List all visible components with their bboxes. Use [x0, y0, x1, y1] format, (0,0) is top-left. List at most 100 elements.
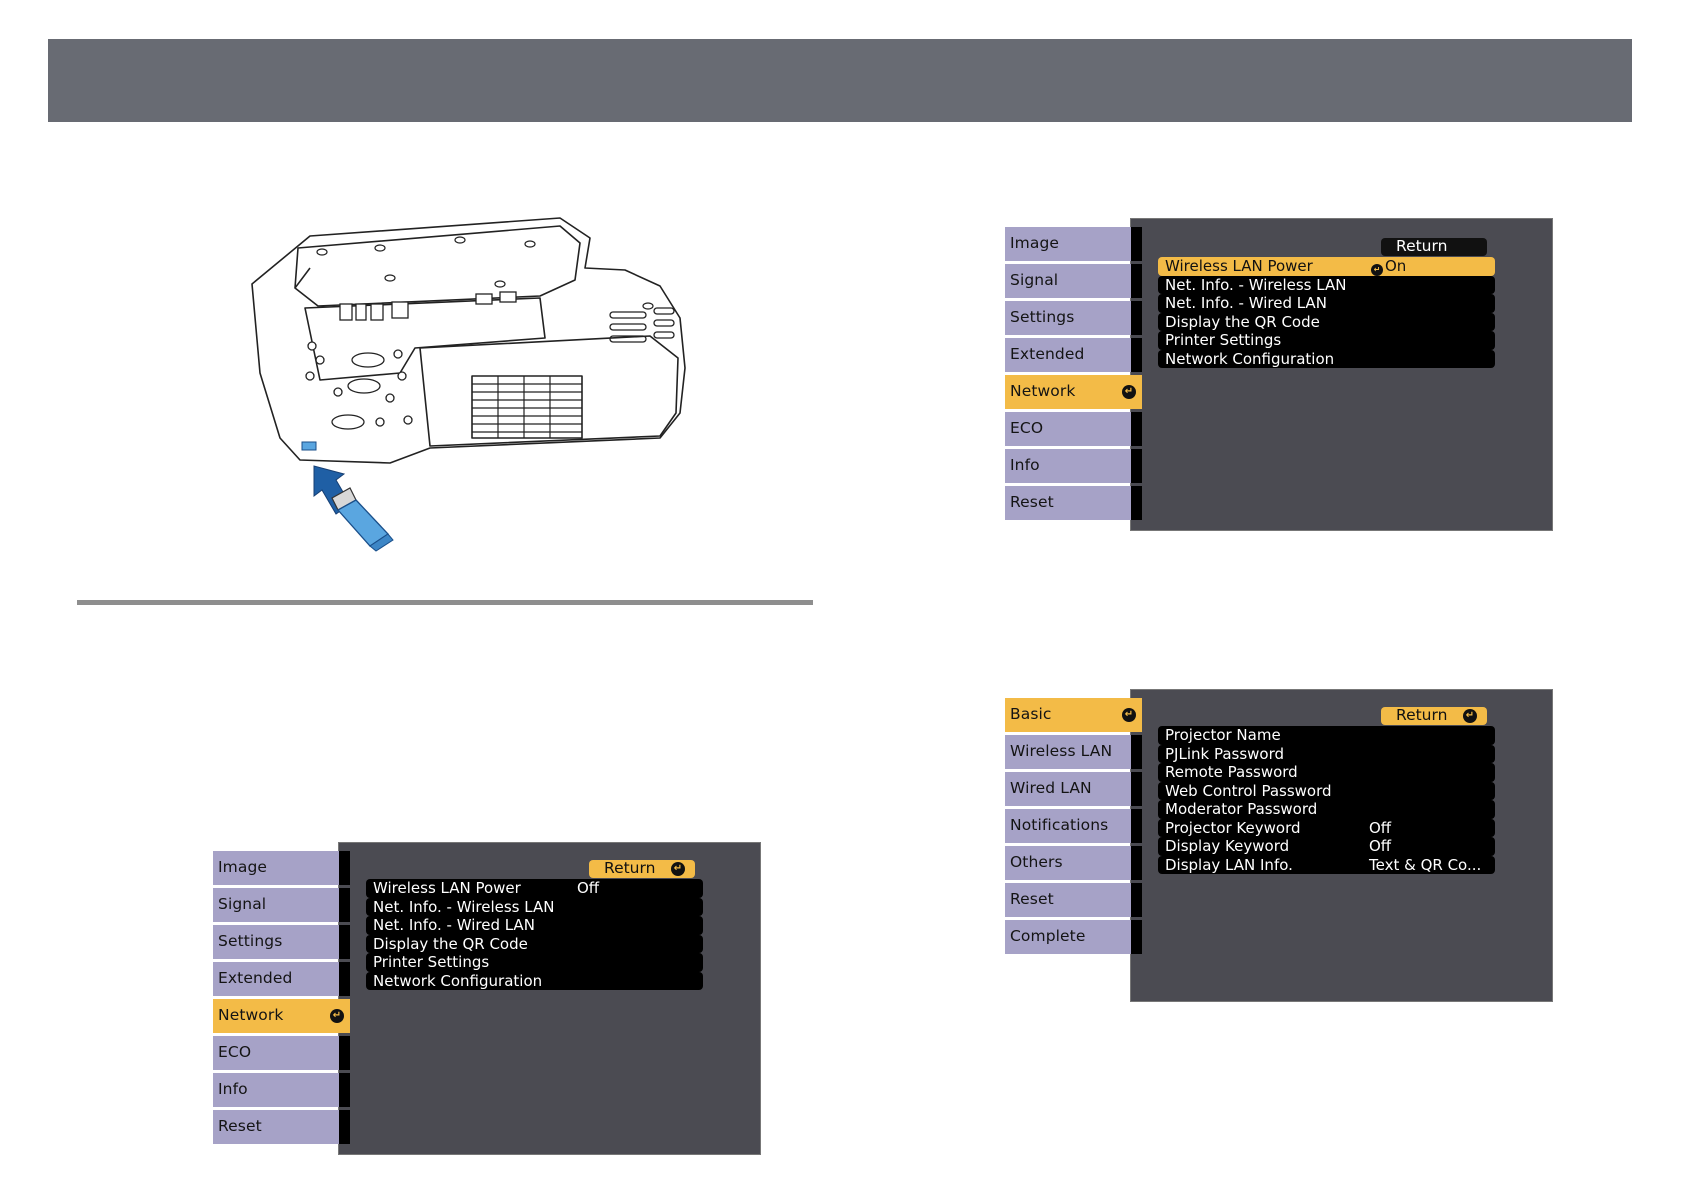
- menu-item-net-info-wireless[interactable]: Net. Info. - Wireless LAN: [366, 897, 703, 916]
- menu-tabs: Basic ↵ Wireless LAN Wired LAN Notificati…: [1005, 698, 1142, 957]
- item-label: Projector Keyword: [1165, 818, 1301, 837]
- tab-label: Reset: [1010, 890, 1054, 908]
- tab-label: Image: [1010, 234, 1060, 252]
- return-button[interactable]: Return ↵: [1381, 706, 1487, 725]
- tab-reset[interactable]: Reset: [1005, 486, 1142, 520]
- tab-signal[interactable]: Signal: [1005, 264, 1142, 298]
- tab-complete[interactable]: Complete: [1005, 920, 1142, 954]
- tab-label: Wireless LAN: [1010, 742, 1113, 760]
- menu-item-projector-name[interactable]: Projector Name: [1158, 726, 1495, 745]
- tab-wired-lan[interactable]: Wired LAN: [1005, 772, 1142, 806]
- menu-item-remote-password[interactable]: Remote Password: [1158, 763, 1495, 782]
- item-label: Display LAN Info.: [1165, 855, 1293, 874]
- menu-item-pjlink-password[interactable]: PJLink Password: [1158, 744, 1495, 763]
- enter-icon: ↵: [1463, 709, 1477, 723]
- tab-signal[interactable]: Signal: [213, 888, 350, 922]
- return-button[interactable]: Return↵: [589, 859, 695, 878]
- return-button[interactable]: Return: [1381, 237, 1487, 256]
- tab-eco[interactable]: ECO: [1005, 412, 1142, 446]
- tab-label: Others: [1010, 853, 1063, 871]
- menu-item-display-keyword[interactable]: Display Keyword Off: [1158, 837, 1495, 856]
- tab-reset[interactable]: Reset: [1005, 883, 1142, 917]
- tab-label: Network: [218, 1006, 284, 1024]
- menu-item-display-lan-info[interactable]: Display LAN Info. Text & QR Co...: [1158, 855, 1495, 874]
- tab-notifications[interactable]: Notifications: [1005, 809, 1142, 843]
- tab-image[interactable]: Image: [213, 851, 350, 885]
- projector-illustration-svg: [251, 217, 686, 552]
- enter-icon: ↵: [1122, 708, 1136, 722]
- network-menu-off: Image Signal Settings Extended Network↵ …: [213, 842, 761, 1155]
- menu-item-display-qr[interactable]: Display the QR Code: [366, 934, 703, 953]
- menu-item-printer-settings[interactable]: Printer Settings: [1158, 331, 1495, 350]
- tab-label: Reset: [1010, 493, 1054, 511]
- tab-label: Reset: [218, 1117, 262, 1135]
- tab-settings[interactable]: Settings: [213, 925, 350, 959]
- menu-item-printer-settings[interactable]: Printer Settings: [366, 953, 703, 972]
- tab-settings[interactable]: Settings: [1005, 301, 1142, 335]
- tab-reset[interactable]: Reset: [213, 1110, 350, 1144]
- tab-label: Wired LAN: [1010, 779, 1092, 797]
- item-label: Moderator Password: [1165, 800, 1318, 818]
- menu-item-web-control-password[interactable]: Web Control Password: [1158, 781, 1495, 800]
- menu-items: Wireless LAN Power↵On Net. Info. - Wirel…: [1158, 257, 1495, 368]
- item-label: Network Configuration: [1165, 349, 1335, 368]
- tab-eco[interactable]: ECO: [213, 1036, 350, 1070]
- menu-item-net-info-wired[interactable]: Net. Info. - Wired LAN: [1158, 294, 1495, 313]
- item-value: Off: [1369, 837, 1392, 855]
- tab-label: ECO: [218, 1043, 252, 1061]
- item-value-text: On: [1385, 257, 1407, 275]
- tab-label: ECO: [1010, 419, 1044, 437]
- return-label: Return: [1396, 706, 1448, 724]
- item-label: Display the QR Code: [1165, 312, 1320, 331]
- tab-label: Image: [218, 858, 268, 876]
- menu-item-network-config[interactable]: Network Configuration: [366, 971, 703, 990]
- menu-item-display-qr[interactable]: Display the QR Code: [1158, 312, 1495, 331]
- item-label: Net. Info. - Wired LAN: [1165, 294, 1327, 312]
- return-label: Return: [604, 859, 656, 877]
- enter-icon: ↵: [1122, 385, 1136, 399]
- menu-item-moderator-password[interactable]: Moderator Password: [1158, 800, 1495, 819]
- tab-label: Info: [218, 1080, 248, 1098]
- tab-network[interactable]: Network ↵: [1005, 375, 1142, 409]
- tab-network[interactable]: Network↵: [213, 999, 350, 1033]
- tab-label: Complete: [1010, 927, 1086, 945]
- item-label: Wireless LAN Power: [373, 879, 521, 897]
- network-menu-on: Image Signal Settings Extended Network↵ …: [1005, 218, 1553, 531]
- menu-tabs: Image Signal Settings Extended Network↵ …: [213, 851, 350, 1147]
- menu-tabs: Image Signal Settings Extended Network↵ …: [1005, 227, 1142, 523]
- item-label: Display Keyword: [1165, 837, 1290, 855]
- menu-item-projector-keyword[interactable]: Projector Keyword Off: [1158, 818, 1495, 837]
- item-label: Network Configuration: [373, 971, 543, 990]
- menu-items: Projector Name PJLink Password Remote Pa…: [1158, 726, 1495, 874]
- item-value: Text & QR Co...: [1369, 855, 1482, 874]
- tab-others[interactable]: Others: [1005, 846, 1142, 880]
- menu-item-wireless-lan-power[interactable]: Wireless LAN Power↵On: [1158, 257, 1495, 276]
- tab-label: Basic: [1010, 705, 1052, 723]
- return-label: Return: [1396, 237, 1448, 255]
- item-label: Net. Info. - Wired LAN: [373, 916, 535, 934]
- menu-item-net-info-wired[interactable]: Net. Info. - Wired LAN: [366, 916, 703, 935]
- tab-wireless-lan[interactable]: Wireless LAN: [1005, 735, 1142, 769]
- item-label: Projector Name: [1165, 726, 1281, 744]
- tab-extended[interactable]: Extended: [1005, 338, 1142, 372]
- item-label: Display the QR Code: [373, 934, 528, 953]
- tab-image[interactable]: Image: [1005, 227, 1142, 261]
- item-label: Web Control Password: [1165, 781, 1332, 800]
- header-bar: [48, 39, 1632, 122]
- menu-item-network-config[interactable]: Network Configuration: [1158, 349, 1495, 368]
- item-label: PJLink Password: [1165, 744, 1285, 763]
- tab-label: Notifications: [1010, 816, 1109, 834]
- enter-icon: ↵: [1371, 264, 1383, 276]
- tab-info[interactable]: Info: [213, 1073, 350, 1107]
- tab-label: Settings: [218, 932, 283, 950]
- menu-item-net-info-wireless[interactable]: Net. Info. - Wireless LAN: [1158, 275, 1495, 294]
- item-value: Off: [1369, 818, 1392, 837]
- item-label: Net. Info. - Wireless LAN: [373, 897, 555, 916]
- tab-info[interactable]: Info: [1005, 449, 1142, 483]
- tab-label: Settings: [1010, 308, 1075, 326]
- tab-label: Network: [1010, 382, 1076, 400]
- tab-extended[interactable]: Extended: [213, 962, 350, 996]
- tab-basic[interactable]: Basic ↵: [1005, 698, 1142, 732]
